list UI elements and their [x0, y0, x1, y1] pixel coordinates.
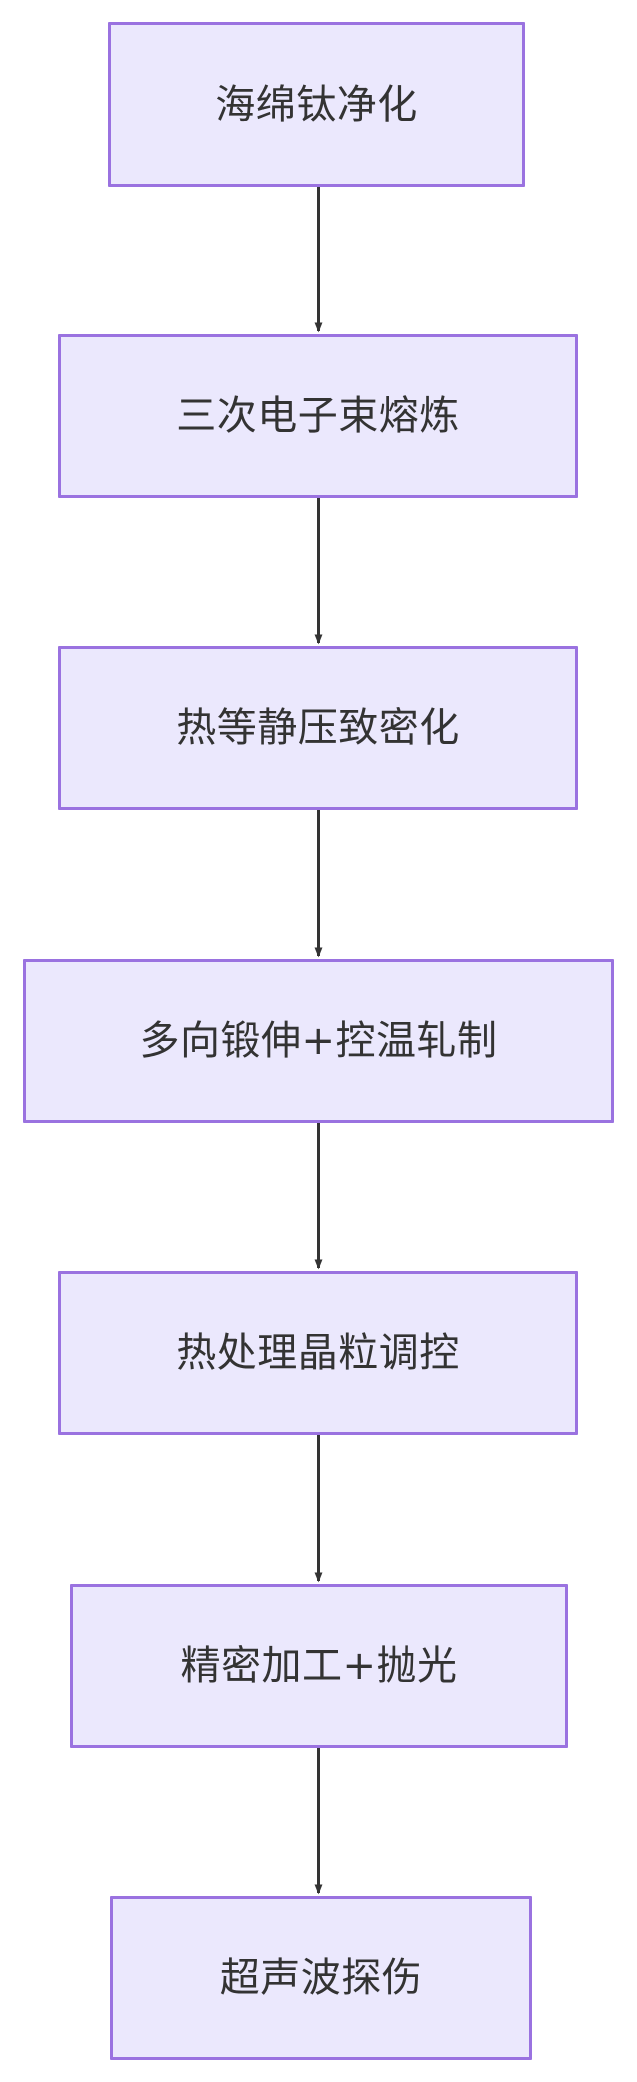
flow-node-multidirectional-forging-controlled-rolling[interactable]: 多向锻伸+控温轧制 [23, 959, 614, 1123]
flow-node-label: 精密加工+抛光 [180, 1643, 458, 1689]
flow-node-sponge-titanium-purification[interactable]: 海绵钛净化 [108, 22, 525, 187]
flow-node-label: 热处理晶粒调控 [176, 1330, 460, 1376]
flow-node-label: 三次电子束熔炼 [176, 393, 460, 439]
flow-node-triple-electron-beam-melting[interactable]: 三次电子束熔炼 [58, 334, 578, 498]
flow-node-precision-machining-polishing[interactable]: 精密加工+抛光 [70, 1584, 568, 1748]
flow-node-label: 多向锻伸+控温轧制 [139, 1018, 498, 1064]
flow-node-ultrasonic-flaw-detection[interactable]: 超声波探伤 [110, 1896, 532, 2060]
flow-node-heat-treatment-grain-control[interactable]: 热处理晶粒调控 [58, 1271, 578, 1435]
flow-node-label: 海绵钛净化 [215, 81, 418, 128]
flow-node-label: 超声波探伤 [219, 1955, 423, 2001]
flow-node-hot-isostatic-pressing-densification[interactable]: 热等静压致密化 [58, 646, 578, 810]
flow-node-label: 热等静压致密化 [176, 705, 460, 751]
